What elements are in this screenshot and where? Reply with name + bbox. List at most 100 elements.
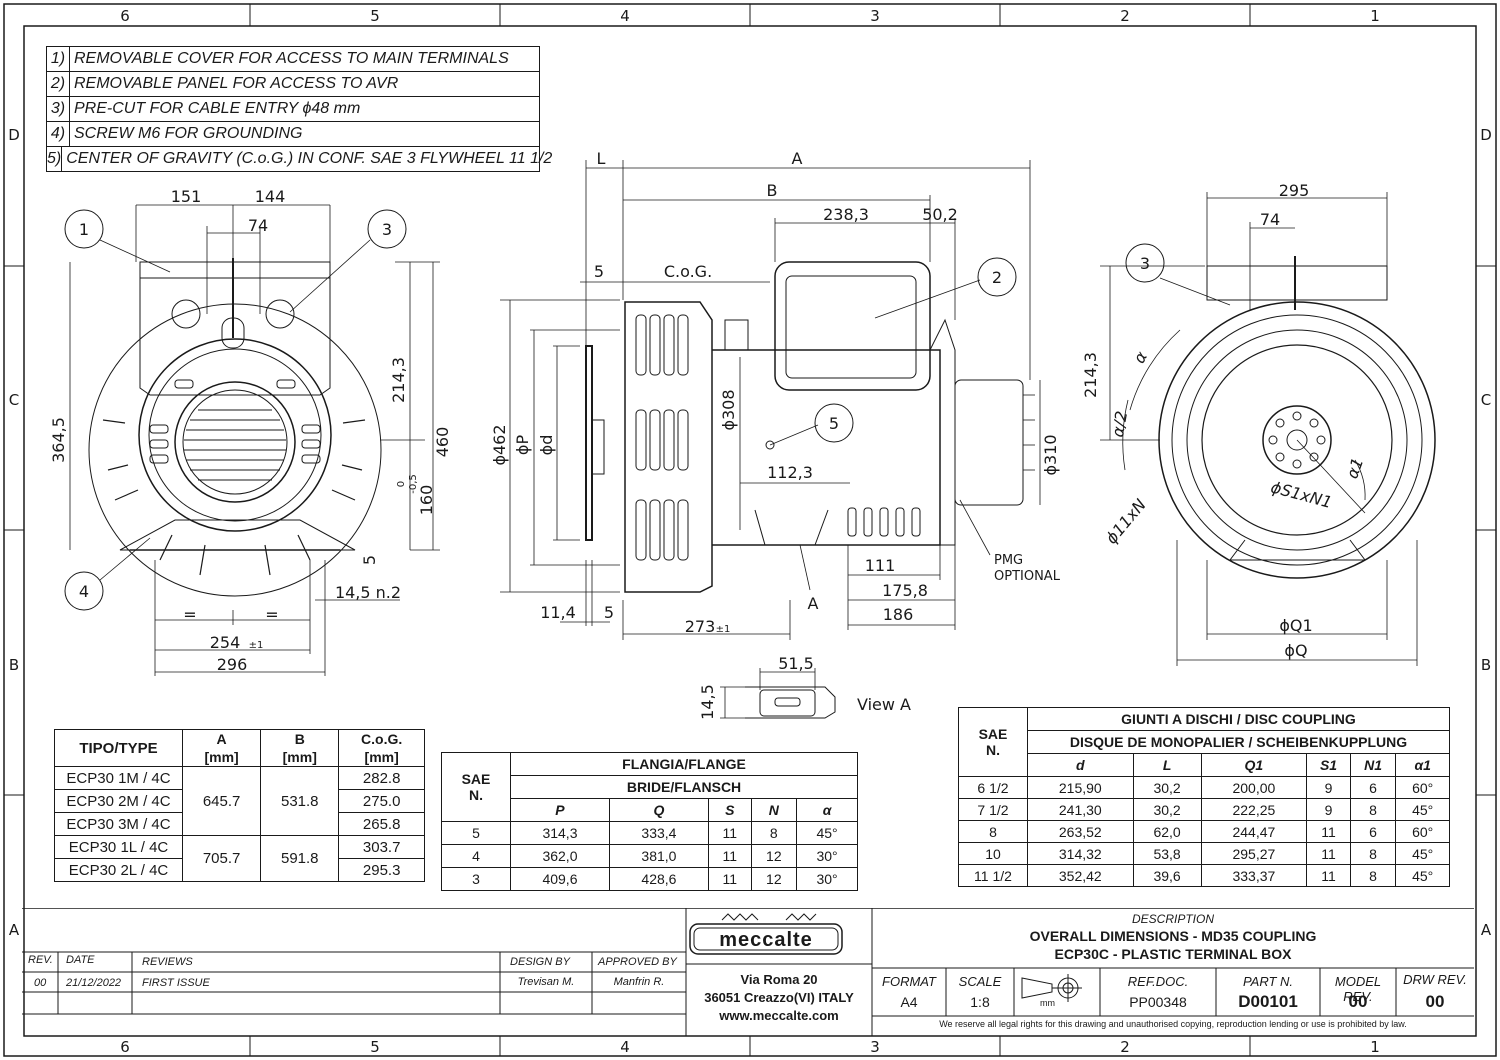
col-label: 1: [1370, 7, 1380, 25]
col-label: 5: [370, 1038, 380, 1056]
balloon-2: 2: [992, 268, 1002, 287]
coupling-table: SAE N. GIUNTI A DISCHI / DISC COUPLING D…: [958, 707, 1450, 887]
dim-214: 214,3: [389, 357, 408, 403]
row-label: D: [1480, 126, 1492, 144]
dim-L: L: [597, 149, 606, 168]
dim-eq-2: =: [265, 605, 278, 624]
col-label: 4: [620, 7, 630, 25]
note-item: 3)PRE-CUT FOR CABLE ENTRY ϕ48 mm: [47, 97, 539, 122]
notes-list: 1)REMOVABLE COVER FOR ACCESS TO MAIN TER…: [46, 46, 552, 172]
note-item: 1)REMOVABLE COVER FOR ACCESS TO MAIN TER…: [47, 47, 539, 72]
col-alpha1: α1: [1395, 753, 1450, 777]
col-d: d: [1027, 753, 1134, 777]
sae-n: N.: [986, 742, 1000, 758]
note-item: 4)SCREW M6 FOR GROUNDING: [47, 122, 539, 147]
title-block: REV. DATE REVIEWS DESIGN BY APPROVED BY …: [22, 908, 1474, 1036]
description-line-1: OVERALL DIMENSIONS - MD35 COUPLING: [1029, 928, 1317, 944]
side-view: [500, 160, 1041, 640]
col-label: 5: [370, 7, 380, 25]
row-label: D: [8, 126, 20, 144]
balloon-3: 3: [382, 220, 392, 239]
dim-A: A: [792, 149, 803, 168]
flange-title-1: FLANGIA/FLANGE: [510, 752, 858, 776]
dim-214: 214,3: [1081, 352, 1100, 398]
dim-273-tol: ±1: [716, 624, 731, 635]
dim-310: ϕ310: [1041, 434, 1060, 475]
col-Q: Q: [608, 798, 709, 822]
date-header: DATE: [66, 954, 95, 966]
col-L: L: [1132, 753, 1202, 777]
view-a-label: View A: [857, 695, 911, 714]
approved-header: APPROVED BY: [598, 956, 677, 968]
row-label: A: [9, 921, 20, 939]
a-unit: [mm]: [181, 748, 262, 767]
dim-cog: C.o.G.: [664, 262, 712, 281]
dim-308: ϕ308: [719, 389, 738, 430]
col-S: S: [707, 798, 752, 822]
unit-mm: mm: [1040, 998, 1055, 1008]
row-label: B: [9, 656, 19, 674]
row-label: B: [1481, 656, 1491, 674]
company-logo: meccalte: [719, 929, 813, 951]
dim-q1: ϕQ1: [1279, 616, 1312, 635]
col-label: 2: [1120, 7, 1130, 25]
view-a-dim-51: 51,5: [778, 654, 814, 673]
dim-alpha: α: [1129, 348, 1151, 367]
description-line-2: ECP30C - PLASTIC TERMINAL BOX: [1054, 946, 1292, 962]
rev-value: 00: [34, 977, 47, 989]
dim-160-tol-top: 0: [396, 481, 407, 487]
type-header: TIPO/TYPE: [54, 729, 183, 767]
dim-14-5: 14,5 n.2: [335, 583, 401, 602]
address-line-1: Via Roma 20: [740, 972, 818, 987]
address-line-2: 36051 Creazzo(VI) ITALY: [704, 990, 854, 1005]
dim-q: ϕQ: [1284, 641, 1307, 660]
sae-n: N.: [469, 787, 483, 803]
dim-5-top: 5: [594, 262, 604, 281]
model-rev-header: MODEL REV.: [1334, 974, 1382, 1004]
flange-title-2: BRIDE/FLANSCH: [510, 775, 858, 799]
col-label: 3: [870, 7, 880, 25]
format-header: FORMAT: [882, 974, 936, 989]
col-Q1: Q1: [1200, 753, 1308, 777]
dim-11n: ϕ11xN: [1102, 495, 1150, 547]
scale-header: SCALE: [958, 974, 1002, 989]
col-label: 1: [1370, 1038, 1380, 1056]
dim-144: 144: [255, 187, 286, 206]
refdoc-header: REF.DOC.: [1127, 974, 1189, 989]
drw-rev-value: 00: [1425, 992, 1445, 1011]
date-value: 21/12/2022: [66, 977, 122, 989]
section-A: A: [808, 594, 819, 613]
drw-rev-header: DRW REV.: [1403, 972, 1467, 987]
balloon-4: 4: [79, 582, 89, 601]
dim-462: ϕ462: [490, 424, 509, 465]
col-alpha: α: [796, 798, 858, 822]
dim-460: 460: [433, 427, 452, 458]
dim-74: 74: [1260, 210, 1280, 229]
row-label: C: [9, 391, 19, 409]
model-rev-value: 00: [1348, 992, 1368, 1011]
flange-table: SAE N. FLANGIA/FLANGE BRIDE/FLANSCH P Q …: [441, 752, 858, 891]
dim-d: ϕd: [537, 435, 556, 456]
col-N1: N1: [1349, 753, 1397, 777]
dim-eq-1: =: [183, 605, 196, 624]
scale-value: 1:8: [970, 994, 990, 1010]
dim-160-tol-bot: -0,5: [408, 474, 419, 494]
col-label: 6: [120, 7, 130, 25]
dim-254-tol: ±1: [249, 640, 264, 651]
note-item: 2)REMOVABLE PANEL FOR ACCESS TO AVR: [47, 72, 539, 97]
dim-364: 364,5: [49, 417, 68, 463]
type-table: TIPO/TYPE A B C.o.G. [mm] [mm] [mm] ECP3…: [54, 729, 425, 882]
rights-notice: We reserve all legal rights for this dra…: [939, 1019, 1407, 1029]
dim-151: 151: [171, 187, 202, 206]
website: www.meccalte.com: [719, 1008, 839, 1023]
rev-header: REV.: [28, 954, 53, 966]
part-value: D00101: [1238, 992, 1298, 1011]
note-item: 5)CENTER OF GRAVITY (C.o.G.) IN CONF. SA…: [47, 147, 552, 171]
col-label: 2: [1120, 1038, 1130, 1056]
